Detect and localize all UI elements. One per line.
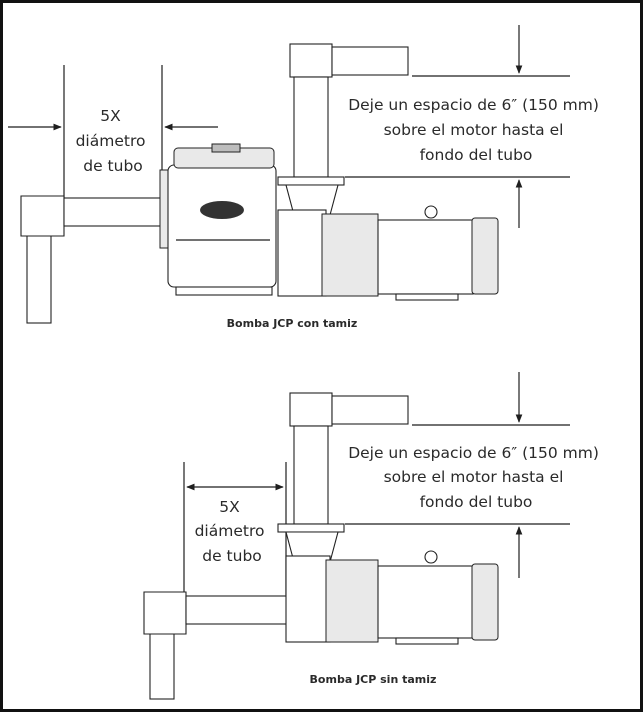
- top-logo-badge: [200, 201, 244, 219]
- top-diagram: 5X diámetro de tubo Deje un espacio de 6…: [8, 25, 604, 330]
- top-caption: Bomba JCP con tamiz: [227, 317, 358, 330]
- top-motor: [277, 205, 499, 301]
- bottom-diagram: 5X diámetro de tubo Deje un espacio de 6…: [143, 372, 604, 700]
- bottom-spacing-line-3: de tubo: [202, 547, 262, 565]
- top-discharge-pipe: [277, 43, 409, 216]
- bottom-spacing-label: 5X diámetro de tubo: [195, 498, 270, 565]
- bottom-spacing-line-1: 5X: [219, 498, 240, 516]
- bottom-clearance-line-2: sobre el motor hasta el: [384, 468, 564, 486]
- top-spacing-line-3: de tubo: [83, 157, 143, 175]
- bottom-clearance-line-1: Deje un espacio de 6″ (150 mm): [348, 444, 599, 462]
- bottom-lifting-eye: [424, 550, 438, 564]
- bottom-discharge-pipe: [277, 392, 409, 563]
- bottom-clearance-line-3: fondo del tubo: [420, 493, 533, 511]
- top-clearance-line-2: sobre el motor hasta el: [384, 121, 564, 139]
- bottom-spacing-line-2: diámetro: [195, 522, 265, 540]
- top-spacing-line-2: diámetro: [76, 132, 146, 150]
- top-clearance-label: Deje un espacio de 6″ (150 mm) sobre el …: [348, 96, 604, 164]
- top-clearance-line-3: fondo del tubo: [420, 146, 533, 164]
- bottom-caption: Bomba JCP sin tamiz: [310, 673, 437, 686]
- top-clearance-dimension: [345, 25, 570, 228]
- top-pump-strainer: [159, 143, 277, 296]
- top-spacing-label: 5X diámetro de tubo: [76, 107, 151, 175]
- top-spacing-line-1: 5X: [100, 107, 121, 125]
- top-clearance-line-1: Deje un espacio de 6″ (150 mm): [348, 96, 599, 114]
- bottom-clearance-label: Deje un espacio de 6″ (150 mm) sobre el …: [348, 444, 604, 511]
- bottom-clearance-dimension: [345, 372, 570, 578]
- bottom-motor: [285, 550, 499, 645]
- top-suction-pipe: [20, 195, 165, 324]
- bottom-suction-pipe: [143, 591, 289, 700]
- top-spacing-dimension: [8, 65, 218, 198]
- top-lifting-eye: [424, 205, 438, 219]
